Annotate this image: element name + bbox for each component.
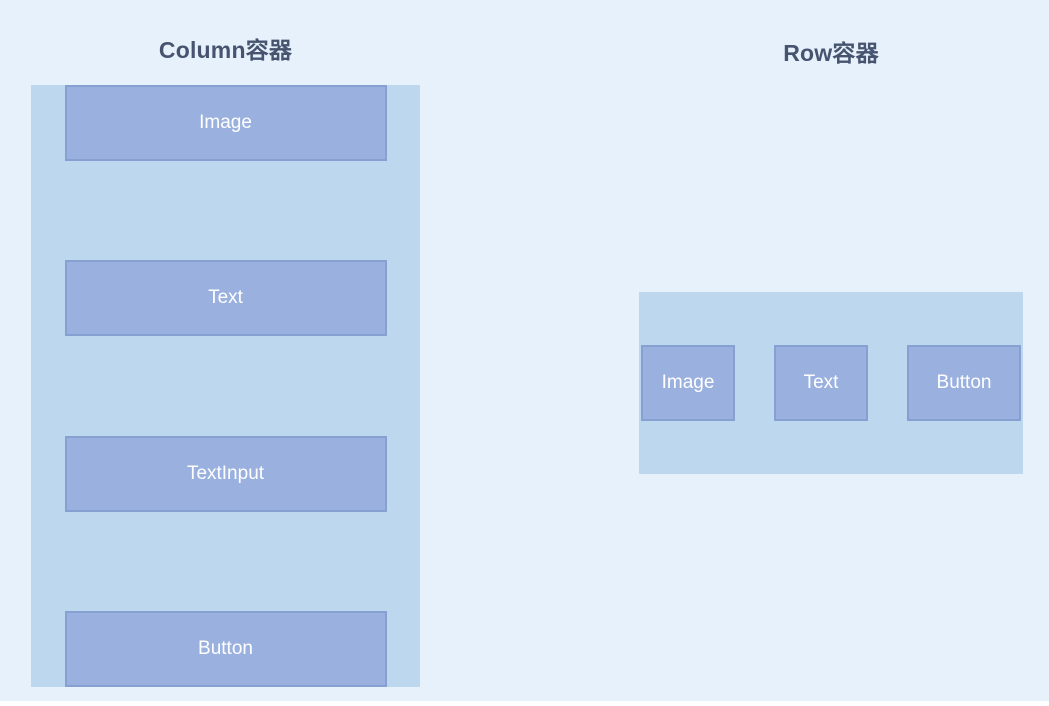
row-box-text: Text xyxy=(774,345,868,421)
box-label: Text xyxy=(208,287,243,309)
column-box-text: Text xyxy=(64,260,387,337)
column-box-image: Image xyxy=(64,85,387,161)
box-label: Image xyxy=(661,372,715,393)
column-box-textinput: TextInput xyxy=(64,435,387,512)
row-section-title: Row容器 xyxy=(783,40,879,66)
page-bottom-edge xyxy=(0,701,1049,706)
box-label: TextInput xyxy=(186,462,265,484)
box-label: Image xyxy=(199,112,252,133)
column-box-button: Button xyxy=(64,610,387,687)
row-box-image: Image xyxy=(641,345,735,421)
column-section-title: Column容器 xyxy=(158,37,293,63)
row-container: Image Text Button xyxy=(639,292,1023,474)
box-label: Button xyxy=(198,637,253,659)
box-label: Button xyxy=(936,372,992,393)
column-container: Image Text TextInput Button xyxy=(31,85,420,687)
row-box-button: Button xyxy=(907,345,1021,421)
box-label: Text xyxy=(803,372,839,393)
